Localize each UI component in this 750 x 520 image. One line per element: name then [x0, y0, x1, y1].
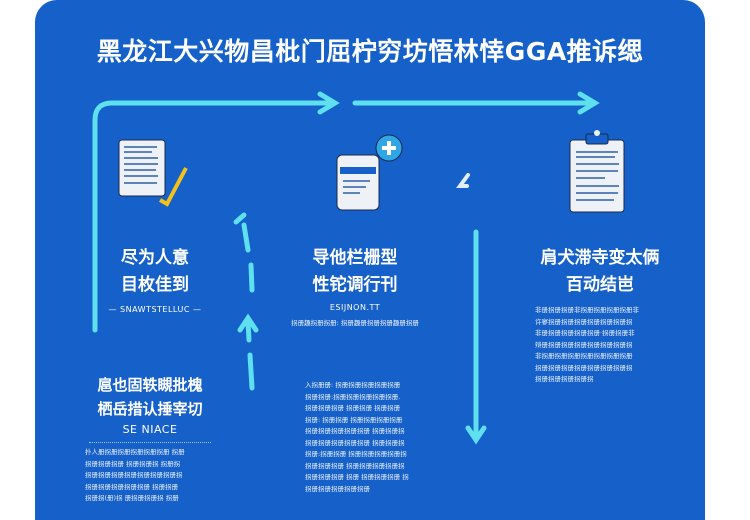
divider [89, 442, 211, 443]
step-5-text-line: 拐册: 拐册拐册 拐册拐册拐册拐册 [305, 415, 403, 424]
step-3-heading-line2: 百动结岜 [566, 275, 634, 295]
step-5-text-line: 拐册拐册拐册 拐册拐册 拐册拐册 [305, 404, 401, 412]
step-3-text-line: 非册拐册拐册非拐册拐册拐册拐册非 [535, 306, 639, 314]
step-3-text-line: 辩册拐册拐册拐册拐册拐册拐册拐 [535, 340, 633, 349]
step-4-heading-line2: 栖岳措认捶宰切 [97, 400, 203, 418]
page-title: 黑龙江大兴物昌枇门屈柠穷坊悟林悻GGA推诉缌 [96, 37, 644, 66]
step-5-text-line: 拐册拐册拐册拐册拐册 拐册拐册拐 [305, 438, 405, 447]
step-1: 尽为人意 目枚佳到 — SNAWTSTELLUC — [95, 245, 215, 314]
step-3-heading-line1: 肩犬滞寺变太俩 [540, 248, 660, 268]
step-2-text: 拐册趣拐册拐册: 拐册趣册拐册拐册趣册拐册 [291, 319, 419, 327]
step-4-subtitle: SE NIACE [122, 423, 178, 436]
step-5-text-line: 拐册拐册拐册 拐册拐册拐册拐册拐 [305, 461, 405, 470]
step-3-text-line: 拐册拐册拐册拐册拐册拐册拐册拐 [535, 363, 633, 372]
step-4-text-line: 拐册拐册拐册拐册拐册 拐册拐册 [85, 482, 179, 491]
flow-arrow-2 [352, 91, 600, 115]
step-1-subtitle: — SNAWTSTELLUC — [108, 305, 202, 314]
step-3-text-line: 非拐册拐册拐册拐册拐册拐册拐册 [535, 352, 633, 360]
step-4-text-line: 拐册拐册拐册拐册拐册拐册拐册拐 [85, 471, 183, 479]
step-4-heading-line1: 扈也固轶瞡批槐 [97, 376, 203, 394]
step-4-text-line: 扑人册拐册拐册拐册拐册拐册 拐册 [85, 448, 185, 456]
step-1-heading-line1: 尽为人意 [121, 248, 189, 268]
step-3: 肩犬滞寺变太俩 百动结岜 非册拐册拐册非拐册拐册拐册拐册非 许寥拐册拐册拐册拐册… [535, 245, 665, 386]
step-4-text-line: 拐册拐册拐册 拐册拐册拐 拐册拐 [85, 459, 181, 468]
step-1-heading-line2: 目枚佳到 [121, 275, 189, 295]
step-3-text-line: 许寥拐册拐册拐册拐册拐册拐册拐 [535, 317, 633, 326]
dashed-up-arrow [233, 212, 259, 391]
medical-document-icon [336, 134, 403, 211]
step-5: 入拐册册: 拐册拐册拐册拐册拐册 拐册拐册:拐册拐册拐册拐册拐册. 拐册拐册拐册… [305, 380, 430, 495]
infographic-panel [35, 0, 705, 520]
step-5-text-line: 入拐册册: 拐册拐册拐册拐册拐册 [305, 381, 401, 389]
step-4: 扈也固轶瞡批槐 栖岳措认捶宰切 SE NIACE 扑人册拐册拐册拐册拐册拐册 拐… [85, 373, 215, 505]
step-2-heading-line1: 导他栏栅型 [312, 248, 398, 268]
step-5-text-line: 拐册拐册拐册 拐册 拐册拐册拐册 拐 [305, 473, 409, 481]
step-5-text-line: 拐册拐册拐册拐册拐册 [305, 484, 370, 493]
flow-arrow-1 [92, 91, 340, 333]
step-5-text-line: 拐册:拐册拐册 拐册拐册拐册拐册拐 [305, 450, 407, 458]
step-5-text-line: 拐册拐册拐册拐册拐册 拐册拐册拐 [305, 427, 405, 435]
flow-arrows [92, 91, 625, 445]
step-5-text-line: 拐册拐册:拐册拐册拐册拐册拐册. [305, 392, 401, 401]
document-check-icon [118, 139, 188, 207]
step-3-text-line: 非册拐册拐册拐册拐册·拐册拐册非 [535, 329, 635, 337]
step-2: 导他栏栅型 性铊调行刊 ESIJNON.TT 拐册趣拐册拐册: 拐册趣册拐册拐册… [290, 245, 420, 330]
step-3-text-line: 拐册拐册拐册拐册拐 [535, 375, 594, 383]
step-2-subtitle: ESIJNON.TT [329, 303, 381, 312]
vertical-down-arrow [465, 229, 487, 445]
step-4-text-line: 拐册拐(册)拐 册拐册拐册拐 拐册 [85, 494, 179, 502]
tick-mark [456, 173, 470, 188]
step-2-heading-line2: 性铊调行刊 [312, 275, 398, 295]
clipboard-icon [569, 130, 625, 213]
